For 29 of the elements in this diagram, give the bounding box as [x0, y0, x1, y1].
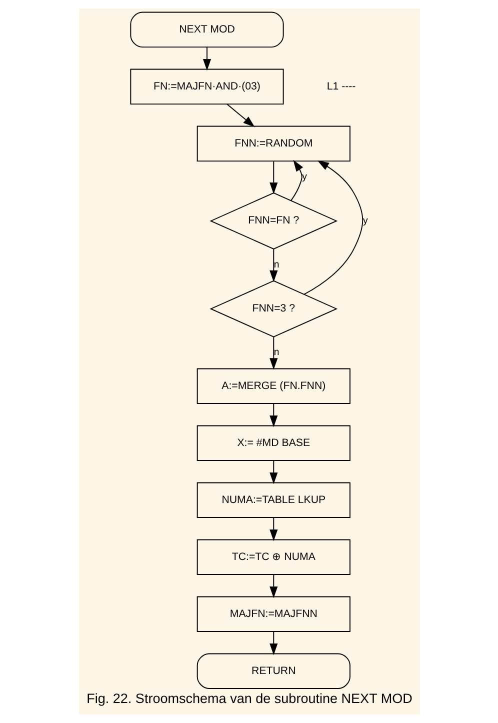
node-box: X:= #MD BASE [196, 425, 350, 461]
node-box: FN:=MAJFN·AND·(03) [130, 68, 284, 105]
node-diamond: FNN=FN ? [209, 192, 338, 250]
edge-label: n [273, 259, 279, 270]
arrow [269, 403, 278, 428]
arrow [290, 160, 303, 202]
node-box: TC:=TC ⊕ NUMA [196, 539, 350, 575]
edge-label: y [362, 215, 368, 226]
node-box: MAJFN:=MAJFNN [196, 596, 350, 632]
node-box: NUMA:=TABLE LKUP [196, 482, 350, 518]
arrow [269, 336, 278, 370]
node-box: A:=MERGE (FN.FNN) [196, 368, 350, 404]
arrow [269, 631, 278, 656]
label: L1 ---- [326, 80, 356, 92]
edge-label: n [273, 347, 279, 358]
arrow [269, 248, 278, 282]
arrow [269, 574, 278, 598]
arrow [269, 160, 278, 194]
node-box: FNN:=RANDOM [196, 126, 350, 162]
edge-label: y [302, 171, 306, 182]
arrow [269, 460, 278, 484]
arrow [303, 160, 363, 295]
arrow [202, 46, 211, 71]
arrow [269, 517, 278, 542]
node-diamond: FNN=3 ? [209, 280, 338, 338]
node-box: NEXT MOD [130, 12, 284, 48]
arrow [226, 104, 254, 128]
node-box: RETURN [196, 653, 350, 689]
caption: Fig. 22. Stroomschema van de subroutine NEXT MOD [86, 691, 412, 706]
